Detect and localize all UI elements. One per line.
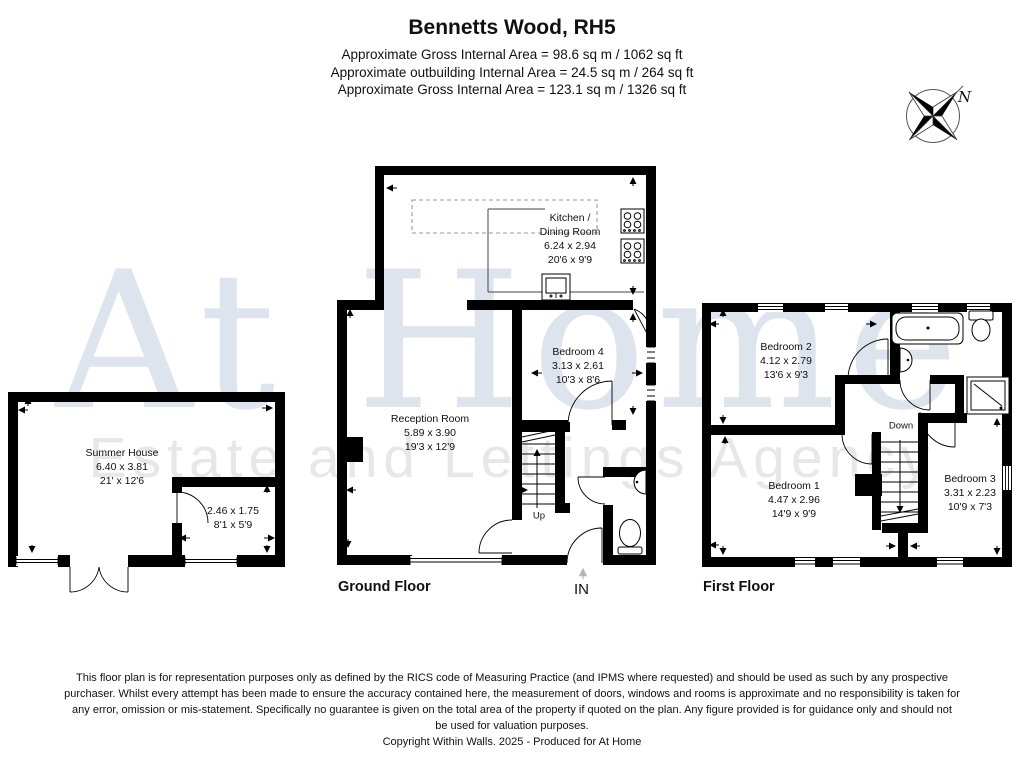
room-name: Bedroom 4 (552, 346, 604, 358)
gross-internal-area-line: Approximate Gross Internal Area = 98.6 s… (341, 47, 683, 62)
summer-house-doors (69, 491, 209, 593)
disclaimer-line: This floor plan is for representation pu… (76, 672, 948, 684)
room-dimensions-imperial: 10'9 x 7'3 (947, 501, 993, 513)
page-title: Bennetts Wood, RH5 (408, 16, 616, 39)
room-dimensions-metric: 3.31 x 2.23 (944, 487, 996, 499)
room-dimensions-metric: 5.89 x 3.90 (404, 427, 456, 439)
first-floor-stairs (880, 440, 919, 522)
disclaimer-line: be used for valuation purposes. (435, 720, 589, 732)
room-name: Kitchen / (549, 212, 591, 224)
copyright-line: Copyright Within Walls. 2025 - Produced … (382, 736, 642, 748)
ground-floor-stairs (521, 429, 556, 508)
first-floor-label: First Floor (703, 579, 775, 595)
ground-floor-walls (337, 166, 656, 565)
first-floor-plan (702, 303, 1012, 567)
first-floor-windows (758, 304, 1011, 567)
hob-icon (620, 208, 645, 264)
summer-house-small-room-label: 2.46 x 1.75 8'1 x 5'9 (207, 504, 259, 532)
kitchen-counter (411, 199, 644, 293)
basin-icon (633, 469, 647, 495)
stairs-down-label: Down (888, 420, 914, 432)
room-dimensions-imperial: 10'3 x 8'6 (555, 374, 601, 386)
first-floor-walls (702, 303, 1012, 567)
disclaimer-line: any error, omission or mis-statement. Sp… (72, 704, 952, 716)
summer-house-walls (8, 392, 285, 567)
room-dimensions-imperial: 21' x 12'6 (99, 475, 145, 487)
room-dimensions-metric: 6.40 x 3.81 (96, 461, 148, 473)
entrance-in-label: IN (574, 581, 589, 598)
outbuilding-area-line: Approximate outbuilding Internal Area = … (330, 64, 694, 80)
summer-house-plan (8, 392, 285, 593)
room-dimensions-metric: 6.24 x 2.94 (544, 240, 596, 252)
room-dimensions-imperial: 19'3 x 12'9 (404, 441, 456, 453)
ground-floor-dimension-arrows (344, 177, 643, 548)
bedroom2-label: Bedroom 2 4.12 x 2.79 13'6 x 9'3 (760, 340, 812, 382)
bedroom3-label: Bedroom 3 3.31 x 2.23 10'9 x 7'3 (944, 472, 996, 514)
room-dimensions-imperial: 14'9 x 9'9 (771, 508, 817, 520)
compass-north-label: N (957, 88, 972, 106)
room-dimensions-imperial: 13'6 x 9'3 (763, 369, 809, 381)
room-name: Reception Room (390, 413, 470, 425)
room-name: Bedroom 2 (760, 341, 812, 353)
room-dimensions-metric: 4.47 x 2.96 (768, 494, 820, 506)
first-floor-dimension-arrows (709, 309, 1001, 555)
basin-icon (899, 347, 913, 373)
ground-floor-label: Ground Floor (338, 579, 431, 595)
first-floor-doors (841, 338, 956, 465)
kitchen-dining-room-label: Kitchen / Dining Room 6.24 x 2.94 20'6 x… (540, 211, 601, 267)
room-name: Dining Room (539, 226, 601, 238)
bathroom-fixtures (891, 310, 1010, 415)
room-name: Bedroom 3 (944, 473, 996, 485)
header: Bennetts Wood, RH5 Approximate Gross Int… (0, 16, 1024, 99)
wc-fixtures (617, 469, 647, 555)
room-dimensions-imperial: 8'1 x 5'9 (213, 519, 253, 531)
reception-room-label: Reception Room 5.89 x 3.90 19'3 x 12'9 (391, 412, 469, 454)
disclaimer-line: purchaser. Whilst every attempt has been… (64, 688, 960, 700)
sink-icon (541, 273, 571, 301)
room-dimensions-metric: 4.12 x 2.79 (760, 355, 812, 367)
watermark-logo-text: At Home (55, 231, 969, 452)
stairs-up-label: Up (532, 510, 546, 522)
ground-floor-doors (478, 308, 652, 564)
room-dimensions-metric: 2.46 x 1.75 (207, 505, 259, 517)
bedroom4-label: Bedroom 4 3.13 x 2.61 10'3 x 8'6 (552, 345, 604, 387)
summer-house-label: Summer House 6.40 x 3.81 21' x 12'6 (86, 446, 159, 488)
room-name: Summer House (85, 447, 159, 459)
bedroom1-label: Bedroom 1 4.47 x 2.96 14'9 x 9'9 (768, 479, 820, 521)
compass-icon: N (906, 85, 972, 143)
room-dimensions-imperial: 20'6 x 9'9 (547, 254, 593, 266)
summer-house-dimension-arrows (18, 397, 275, 553)
total-area-line: Approximate Gross Internal Area = 123.1 … (337, 82, 687, 97)
summer-house-windows (15, 556, 238, 566)
ground-floor-plan (337, 166, 656, 579)
toilet-icon (619, 519, 641, 547)
room-dimensions-metric: 3.13 x 2.61 (552, 360, 604, 372)
ground-floor-windows (409, 346, 656, 566)
room-name: Bedroom 1 (768, 480, 820, 492)
disclaimer: This floor plan is for representation pu… (0, 670, 1024, 750)
